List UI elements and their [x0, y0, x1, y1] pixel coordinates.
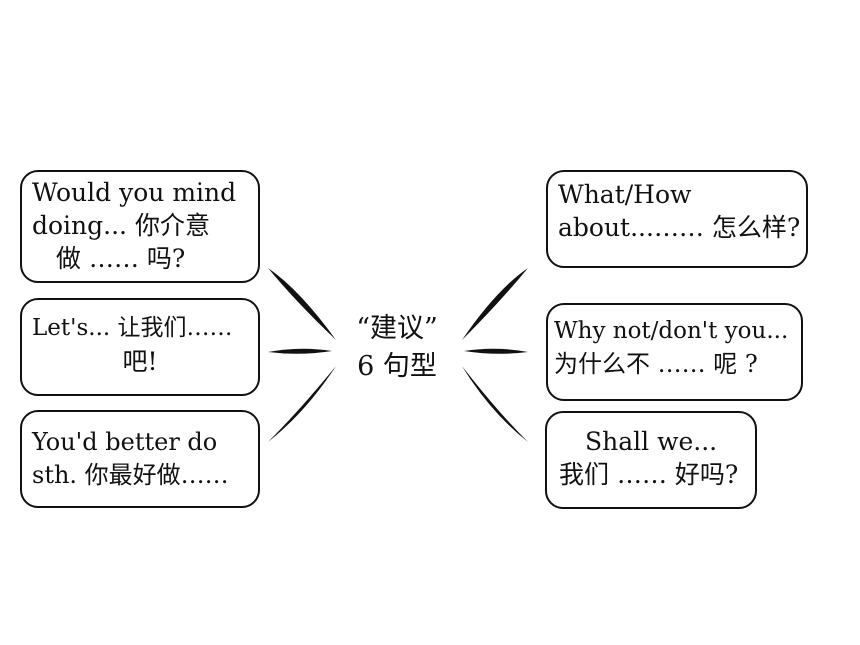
- connector-left-top: [268, 268, 336, 340]
- box-line: Why not/don't you...: [554, 318, 789, 344]
- connector-right-middle: [464, 348, 528, 354]
- box-shall-we: Shall we... 我们 …… 好吗?: [545, 411, 757, 509]
- center-label-line-2: 6 句型: [357, 351, 437, 382]
- box-would-you-mind: Would you mind doing... 你介意 做 …… 吗?: [20, 170, 260, 283]
- box-line: Let's... 让我们……: [32, 315, 233, 341]
- connector-right-bottom: [462, 366, 528, 442]
- connector-left-bottom: [268, 366, 336, 442]
- box-line: about...…… 怎么样?: [558, 213, 801, 242]
- box-line: What/How: [558, 180, 692, 209]
- box-what-how-about: What/How about...…… 怎么样?: [546, 170, 808, 268]
- box-line: sth. 你最好做……: [32, 461, 229, 489]
- box-line: 吧!: [122, 347, 158, 376]
- box-line: 做 …… 吗?: [56, 244, 186, 273]
- box-why-not: Why not/don't you... 为什么不 …… 呢 ?: [546, 303, 803, 401]
- box-line: You'd better do: [32, 428, 218, 456]
- box-line: doing... 你介意: [32, 211, 210, 240]
- center-label-line-1: “建议”: [356, 313, 438, 344]
- box-line: 我们 …… 好吗?: [559, 460, 739, 489]
- connector-right-top: [462, 268, 528, 340]
- box-line: Shall we...: [585, 427, 718, 456]
- box-line: Would you mind: [32, 178, 237, 207]
- box-lets: Let's... 让我们…… 吧!: [20, 298, 260, 396]
- box-line: 为什么不 …… 呢 ?: [554, 350, 758, 378]
- box-youd-better: You'd better do sth. 你最好做……: [20, 410, 260, 508]
- connector-left-middle: [268, 348, 332, 354]
- center-label: “建议” 6 句型: [337, 310, 457, 386]
